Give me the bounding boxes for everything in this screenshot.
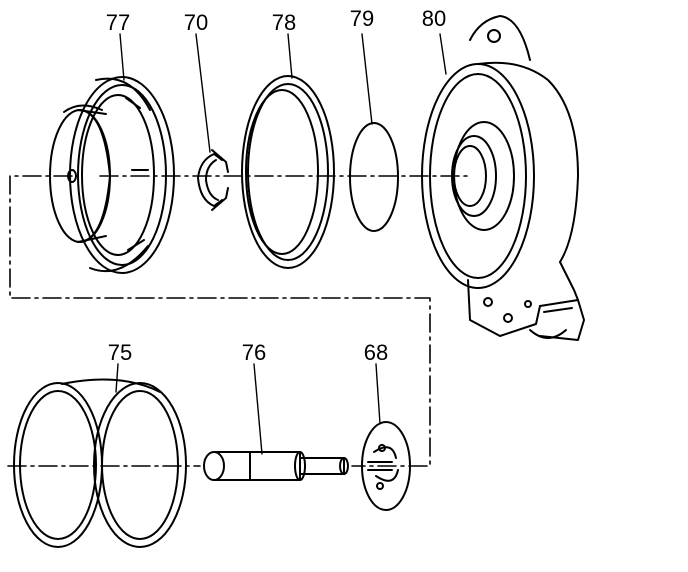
part-80-case [421, 15, 585, 341]
part-labels: 77 70 78 79 80 75 76 68 [106, 6, 446, 365]
label-75: 75 [108, 340, 132, 365]
part-77-piston-housing [49, 76, 175, 274]
label-70: 70 [184, 10, 208, 35]
part-76-shaft [203, 451, 349, 481]
assembly-centerline [7, 175, 471, 467]
label-80: 80 [422, 6, 446, 31]
label-78: 78 [272, 10, 296, 35]
label-77: 77 [106, 10, 130, 35]
part-75-seals [13, 378, 187, 548]
part-70-snap-ring [197, 149, 229, 211]
part-79-o-ring [349, 122, 399, 232]
label-76: 76 [242, 340, 266, 365]
leader-lines [115, 33, 447, 455]
label-68: 68 [364, 340, 388, 365]
label-79: 79 [350, 6, 374, 31]
part-78-seal-ring [241, 75, 335, 269]
part-68-disc [361, 421, 411, 511]
